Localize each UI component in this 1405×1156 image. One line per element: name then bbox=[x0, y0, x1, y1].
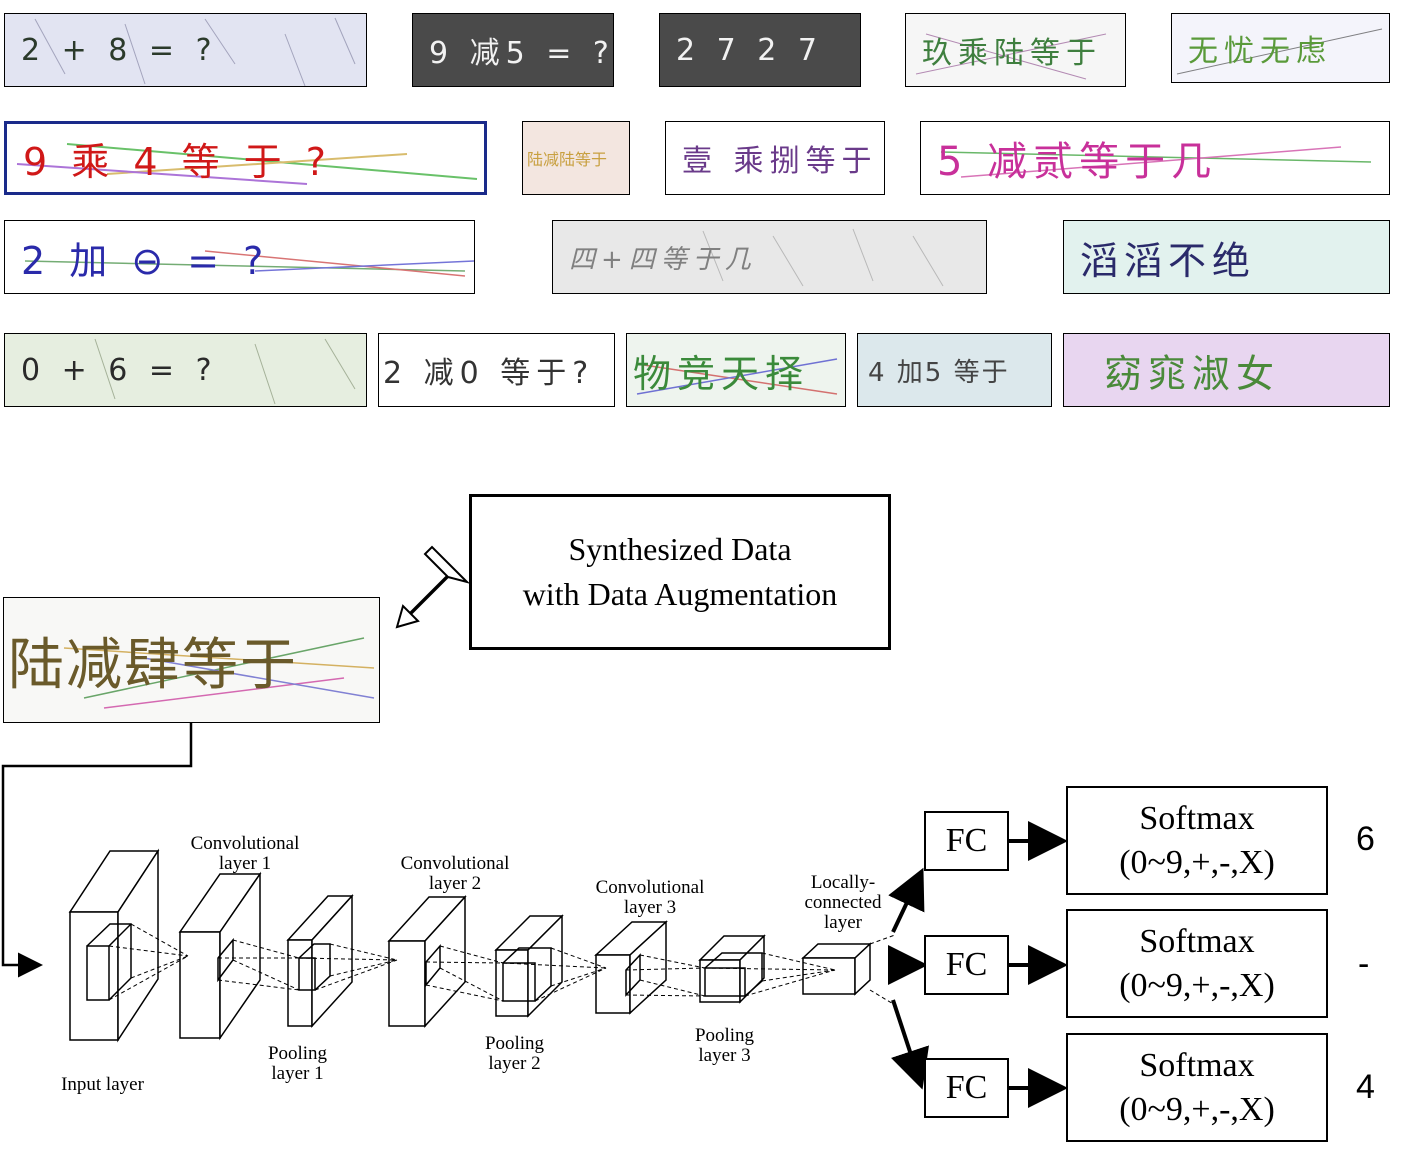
conv-layer-1-label: Convolutional layer 1 bbox=[190, 833, 300, 874]
hollow-arrow-icon bbox=[395, 545, 471, 629]
pooling-layer-1-block bbox=[286, 894, 354, 1028]
captcha-text: 2 加 ⊖ = ? bbox=[21, 238, 270, 283]
softmax-classes: (0~9,+,-,X) bbox=[1119, 966, 1275, 1004]
captcha-text: 2 减0 等于? bbox=[383, 356, 595, 391]
captcha-sample: 四+四等于几 bbox=[552, 220, 987, 294]
captcha-text: 物竞天择 bbox=[633, 351, 810, 396]
softmax-classes: (0~9,+,-,X) bbox=[1119, 1090, 1275, 1128]
captcha-text: 陆减肆等于 bbox=[8, 632, 298, 698]
synthesized-data-line2: with Data Augmentation bbox=[522, 576, 838, 612]
captcha-sample: 4 加5 等于 bbox=[857, 333, 1052, 407]
pooling-layer-2-block bbox=[494, 914, 564, 1018]
captcha-sample: 9 减5 = ? bbox=[412, 13, 614, 87]
output-3: 4 bbox=[1356, 1068, 1375, 1106]
captcha-sample: 2 减0 等于? bbox=[378, 333, 615, 407]
input-layer-label: Input layer bbox=[61, 1074, 144, 1095]
conv-layer-1-block bbox=[178, 871, 262, 1041]
softmax-classes: (0~9,+,-,X) bbox=[1119, 843, 1275, 881]
captcha-sample: 2 7 2 7 bbox=[659, 13, 861, 87]
captcha-text: 四+四等于几 bbox=[569, 244, 757, 275]
captcha-sample: 物竞天择 bbox=[626, 333, 846, 407]
captcha-text: 2 7 2 7 bbox=[676, 32, 823, 68]
captcha-sample: 无忧无虑 bbox=[1171, 13, 1390, 83]
conv-layer-2-label: Convolutional layer 2 bbox=[400, 853, 510, 894]
captcha-sample: 2 + 8 = ? bbox=[4, 13, 367, 87]
conv-layer-3-label: Convolutional layer 3 bbox=[595, 877, 705, 918]
fc-box-2: FC bbox=[924, 935, 1009, 995]
captcha-text: 陆减陆等于 bbox=[527, 150, 608, 169]
captcha-text: 0 + 6 = ? bbox=[21, 352, 218, 388]
captcha-text: 5 减贰等于几 bbox=[937, 139, 1218, 185]
captcha-text: 壹 乘捌等于 bbox=[682, 144, 878, 179]
pooling-layer-1-label: Pooling layer 1 bbox=[267, 1043, 328, 1084]
softmax-box-1: Softmax (0~9,+,-,X) bbox=[1066, 786, 1328, 895]
arrow-to-fc-1 bbox=[888, 867, 925, 933]
captcha-text: 滔滔不绝 bbox=[1080, 238, 1257, 283]
arrow-to-fc-3 bbox=[890, 999, 929, 1090]
output-2: - bbox=[1358, 945, 1370, 983]
pooling-layer-2-label: Pooling layer 2 bbox=[484, 1033, 545, 1074]
softmax-label: Softmax bbox=[1139, 799, 1255, 837]
synthesized-data-line1: Synthesized Data bbox=[568, 531, 792, 567]
conv-layer-2-block bbox=[387, 895, 467, 1028]
captcha-sample: 窈窕淑女 bbox=[1063, 333, 1390, 407]
fc-box-3: FC bbox=[924, 1058, 1009, 1118]
locally-connected-label: Locally- connected layer bbox=[804, 872, 882, 933]
synthesized-data-box: Synthesized Data with Data Augmentation bbox=[469, 494, 891, 650]
captcha-sample: 玖乘陆等于 bbox=[905, 13, 1126, 87]
conv-layer-3-block bbox=[594, 920, 668, 1015]
captcha-text: 4 加5 等于 bbox=[868, 357, 1010, 388]
captcha-sample: 0 + 6 = ? bbox=[4, 333, 367, 407]
softmax-label: Softmax bbox=[1139, 922, 1255, 960]
input-layer-block bbox=[68, 848, 160, 1043]
captcha-text: 9 乘 4 等 于 ? bbox=[23, 139, 332, 184]
captcha-sample: 壹 乘捌等于 bbox=[665, 121, 885, 195]
sample-input-captcha: 陆减肆等于 bbox=[3, 597, 380, 723]
captcha-sample: 陆减陆等于 bbox=[522, 121, 630, 195]
fc-box-1: FC bbox=[924, 811, 1009, 871]
captcha-text: 2 + 8 = ? bbox=[21, 32, 218, 68]
softmax-box-3: Softmax (0~9,+,-,X) bbox=[1066, 1033, 1328, 1142]
captcha-text: 9 减5 = ? bbox=[429, 36, 614, 71]
input-connector bbox=[1, 723, 193, 978]
locally-connected-block bbox=[801, 942, 872, 996]
pooling-layer-3-block bbox=[698, 934, 766, 1004]
captcha-text: 无忧无虑 bbox=[1188, 34, 1332, 69]
captcha-sample: 滔滔不绝 bbox=[1063, 220, 1390, 294]
captcha-text: 玖乘陆等于 bbox=[922, 36, 1102, 71]
softmax-box-2: Softmax (0~9,+,-,X) bbox=[1066, 909, 1328, 1018]
softmax-label: Softmax bbox=[1139, 1046, 1255, 1084]
captcha-text: 窈窕淑女 bbox=[1104, 351, 1281, 396]
pooling-layer-3-label: Pooling layer 3 bbox=[694, 1025, 755, 1066]
output-1: 6 bbox=[1356, 820, 1375, 858]
